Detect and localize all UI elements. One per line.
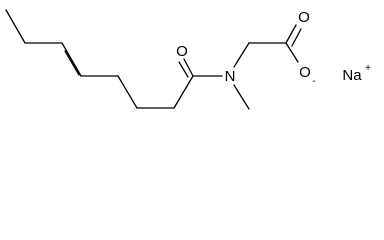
bond-carboxyl-double-outer	[285, 24, 297, 44]
bond-carboxyl-double-inner	[291, 28, 302, 47]
carboxyl-oxygen-double-label: O	[298, 9, 310, 26]
counter-ion: Na +	[342, 63, 371, 84]
carboxylate-group: O O -	[248, 9, 316, 87]
bond-carbonyl-outer	[183, 58, 194, 77]
bond-c6-c5-inner	[64, 50, 80, 76]
bond-carboxyl-single	[285, 42, 299, 63]
sodium-label: Na	[342, 67, 362, 84]
alkyl-chain	[5, 9, 194, 109]
amide-group: N	[192, 42, 250, 110]
bond-c2-c1	[173, 75, 194, 109]
bond-n-methyl	[233, 84, 250, 110]
carbonyl-group: O	[176, 43, 194, 78]
bond-c8-c7	[5, 9, 26, 44]
bond-n-ch2	[233, 42, 250, 68]
carboxylate-charge-label: -	[312, 76, 315, 87]
sodium-charge-label: +	[365, 63, 371, 74]
structure-diagram: O N O O - Na +	[5, 9, 371, 110]
bond-c6-c5	[61, 42, 82, 77]
bond-carbonyl-inner	[178, 61, 189, 78]
amide-nitrogen-label: N	[225, 68, 236, 85]
bond-c4-c3	[117, 75, 138, 109]
carbonyl-oxygen-label: O	[176, 43, 188, 60]
carboxyl-oxygen-single-label: O	[299, 64, 311, 81]
